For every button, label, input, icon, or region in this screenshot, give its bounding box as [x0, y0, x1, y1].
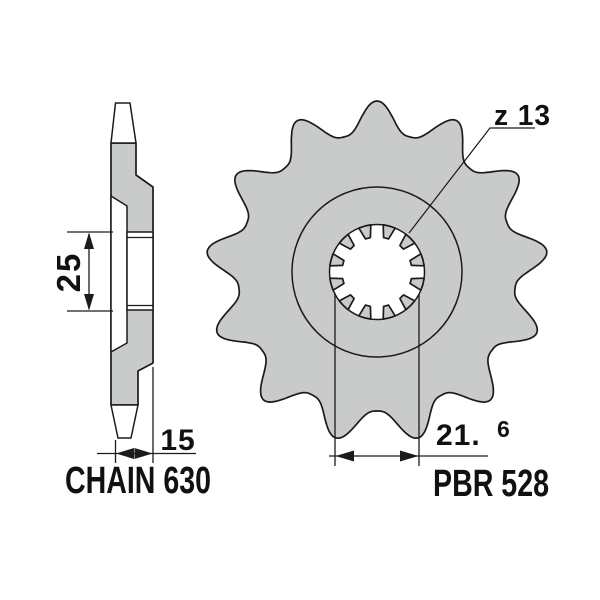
- spline-tab: [338, 233, 355, 250]
- spline-tab: [357, 304, 372, 320]
- side-view: 25 15 CHAIN 630: [50, 102, 211, 502]
- side-hub-bore: [126, 231, 154, 311]
- arrow-right-icon: [400, 450, 419, 462]
- hub-width-dimension: 25: [50, 231, 113, 312]
- bore-circle: [328, 223, 426, 321]
- arrow-right-icon: [134, 448, 153, 459]
- spline-tab: [329, 277, 345, 292]
- spline-tab: [329, 252, 345, 267]
- arrow-left-icon: [116, 448, 134, 459]
- model-label: PBR 528: [433, 463, 549, 505]
- width-dimension: 15: [97, 367, 196, 463]
- spline-tab: [399, 294, 416, 311]
- arrow-up-icon: [84, 232, 94, 249]
- spline-tab: [409, 277, 425, 292]
- side-bottom-tooth: [110, 404, 139, 439]
- spline-tab: [409, 252, 425, 267]
- width-value: 15: [160, 424, 195, 457]
- hub-circle: [291, 186, 463, 358]
- spline-bore: [329, 224, 425, 320]
- side-web-plate: [110, 195, 128, 353]
- bore-dimension-superscript: 6: [497, 416, 510, 442]
- front-view: z 13 21. 6 PBR 528: [206, 100, 551, 505]
- bore-dimension-main: 21.: [436, 419, 481, 452]
- bore-dimension: 21. 6: [329, 293, 510, 466]
- hub-width-value: 25: [50, 252, 87, 293]
- arrow-down-icon: [84, 294, 94, 311]
- spline-tab: [382, 304, 397, 320]
- spline-tab: [399, 233, 416, 250]
- spline-tab: [357, 224, 372, 240]
- arrow-left-icon: [335, 450, 354, 462]
- teeth-count-label: z 13: [494, 100, 551, 132]
- spline-tab: [382, 224, 397, 240]
- side-top-tooth: [110, 102, 137, 144]
- chain-label: CHAIN 630: [65, 460, 211, 502]
- spline-tab: [338, 294, 355, 311]
- leader-line: [408, 127, 535, 234]
